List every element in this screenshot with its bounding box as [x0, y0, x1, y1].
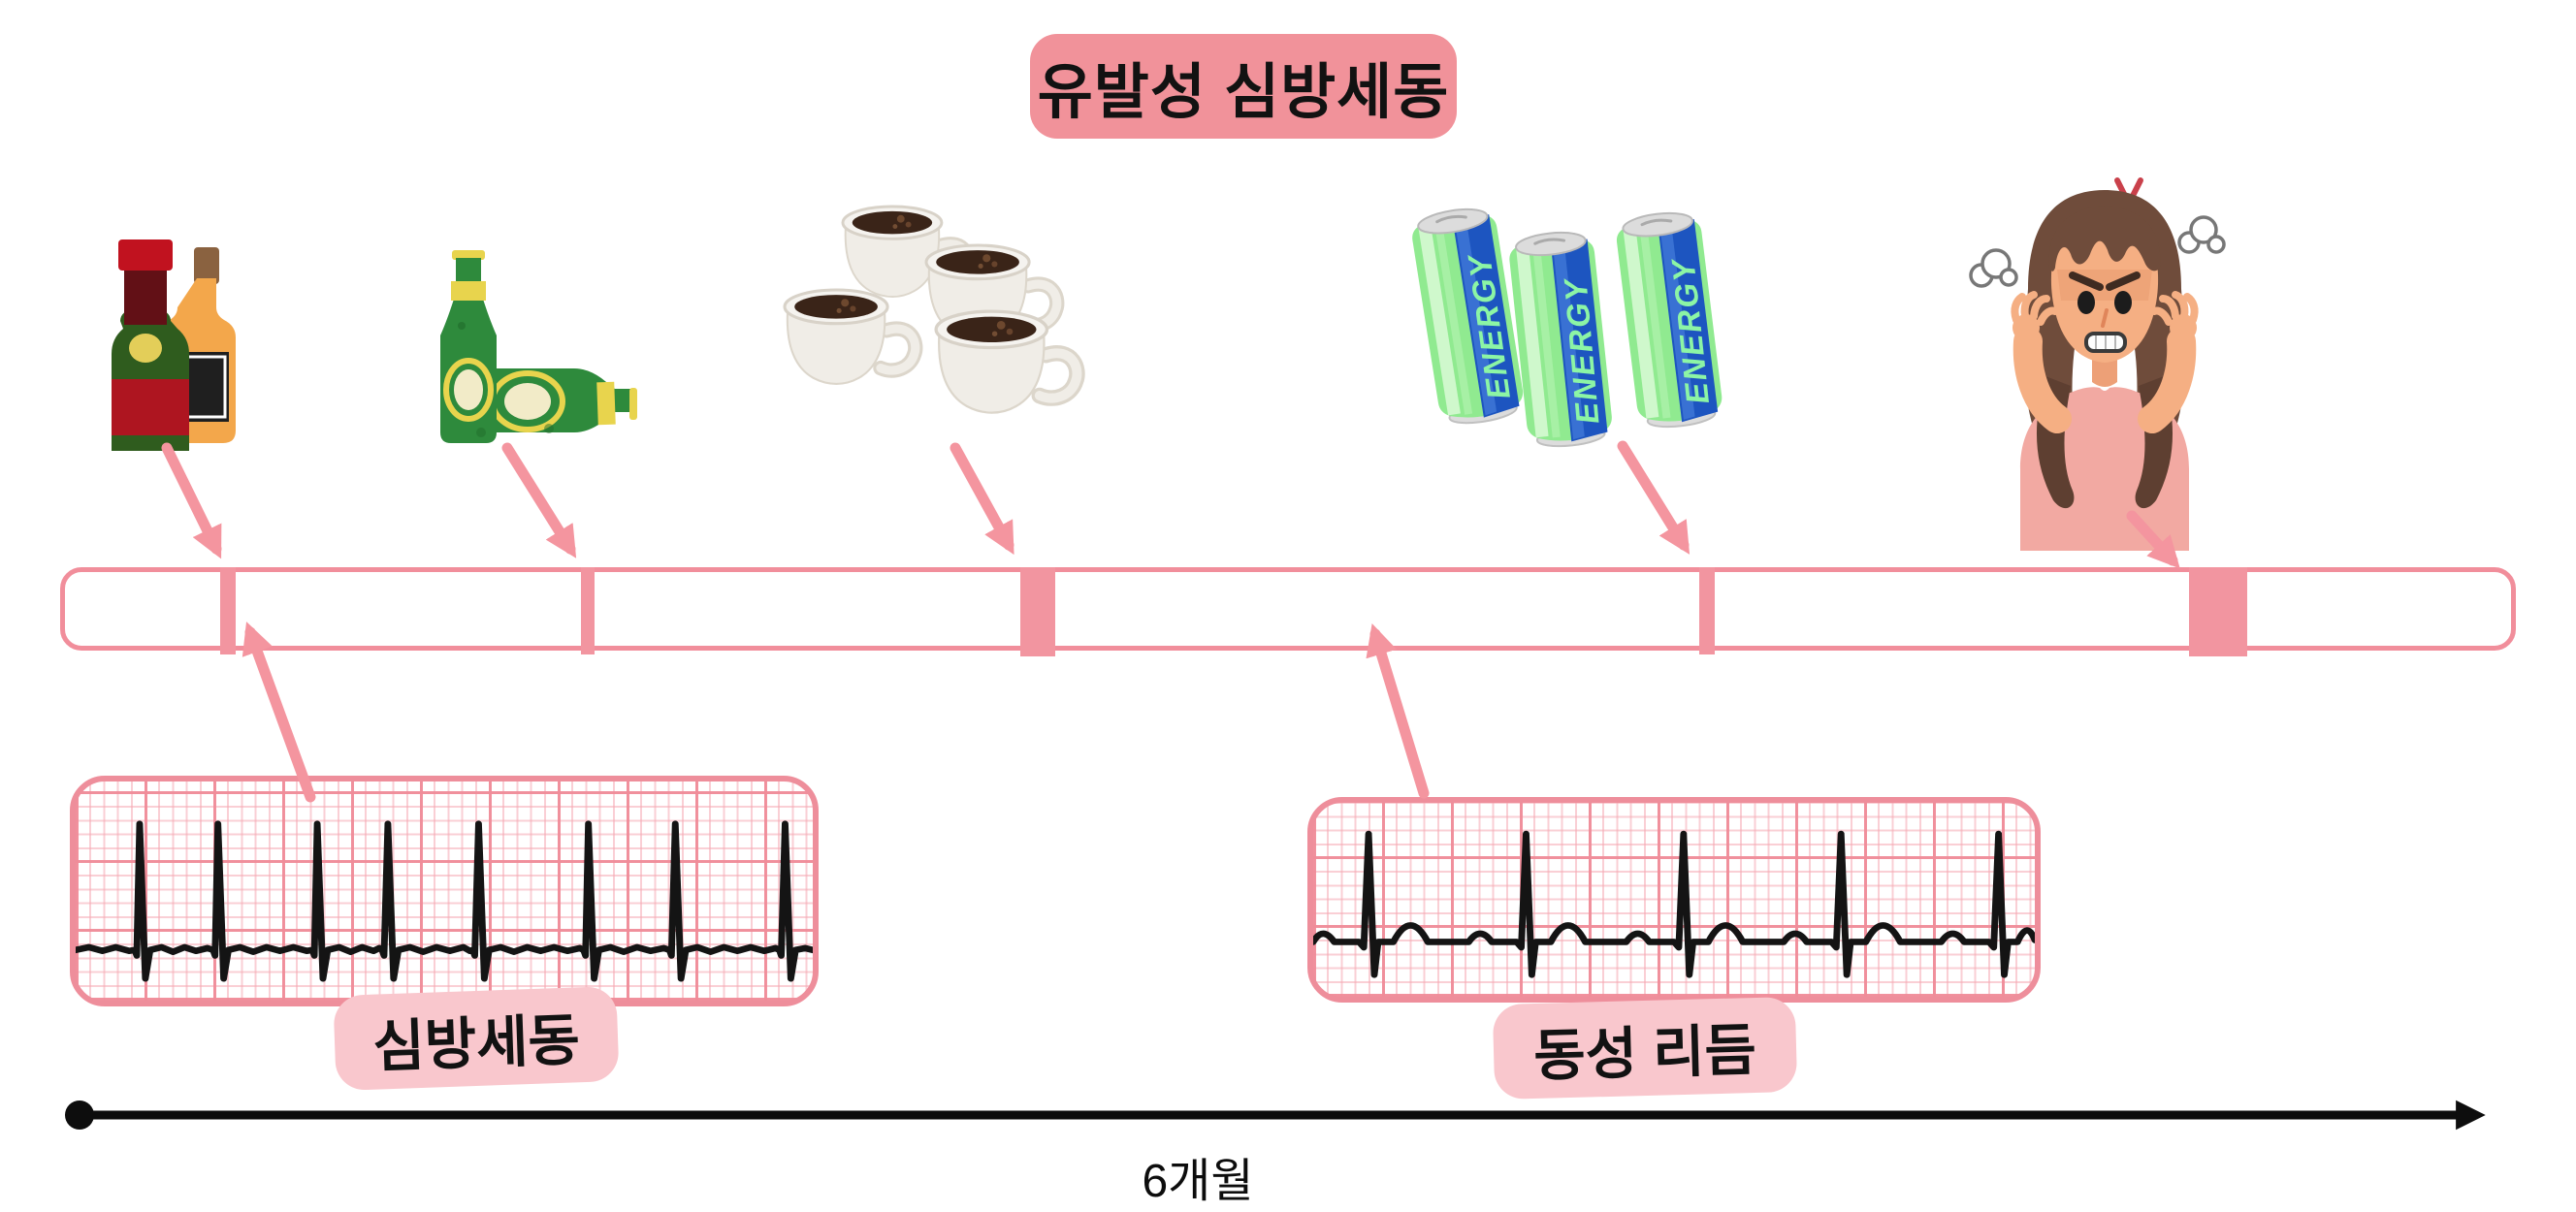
- axis-start-dot: [65, 1100, 94, 1130]
- liquor-bottles-icon: [85, 236, 241, 482]
- duration-axis: [65, 1100, 2486, 1131]
- arrow-liquor-to-timeline: [161, 442, 222, 559]
- angry-woman-art: [1969, 177, 2226, 551]
- coffee-cups-art: [782, 204, 1088, 446]
- hair-bangs: [2048, 206, 2161, 271]
- sinus-trace: [1313, 830, 2035, 978]
- energy-drink-cans-icon: ENERGY ENERGY ENERGY: [1407, 190, 1726, 454]
- arrow-energy-to-timeline: [1617, 440, 1690, 555]
- duration-label: 6개월: [1142, 1156, 1254, 1207]
- beer-bottles-art: [440, 250, 637, 443]
- angry-eyebrows: [2069, 271, 2141, 291]
- timeline-tick-3: [1020, 567, 1055, 656]
- coffee-cups-icon: [782, 204, 1088, 446]
- afib-trace: [76, 820, 813, 982]
- ecg-strip-afib: [70, 776, 819, 1006]
- timeline-tick-1: [220, 567, 236, 654]
- arrow-afib-ecg-to-tick: [242, 622, 316, 803]
- energy-cans-art: ENERGY ENERGY ENERGY: [1407, 202, 1726, 452]
- arrow-beer-to-timeline: [501, 442, 577, 558]
- sinus-rhythm-label: 동성 리듬: [1492, 996, 1798, 1100]
- afib-label: 심방세동: [333, 985, 620, 1092]
- afib-label-text: 심방세동: [371, 1008, 581, 1079]
- timeline-tick-5: [2189, 567, 2247, 656]
- timeline-bar: [60, 567, 2516, 651]
- ecg-strip-sinus: [1307, 797, 2041, 1003]
- timeline-tick-2: [581, 567, 595, 654]
- page-title: 유발성 심방세동: [1030, 34, 1457, 139]
- sinus-rhythm-label-text: 동성 리듬: [1532, 1019, 1757, 1088]
- gritted-mouth: [2084, 332, 2127, 353]
- angry-woman-icon: [1964, 173, 2245, 551]
- beer-bottles-icon: [433, 248, 640, 446]
- arrow-sinus-ecg-to-timeline: [1366, 622, 1430, 799]
- liquor-bottles-art: [112, 239, 236, 482]
- page-title-text: 유발성 심방세동: [1037, 59, 1450, 126]
- steam-puff-left: [1969, 248, 2018, 288]
- raised-arms: [2011, 291, 2199, 433]
- steam-puff-right: [2177, 215, 2226, 254]
- arrow-coffee-to-timeline: [950, 442, 1014, 556]
- timeline-tick-4: [1699, 567, 1715, 654]
